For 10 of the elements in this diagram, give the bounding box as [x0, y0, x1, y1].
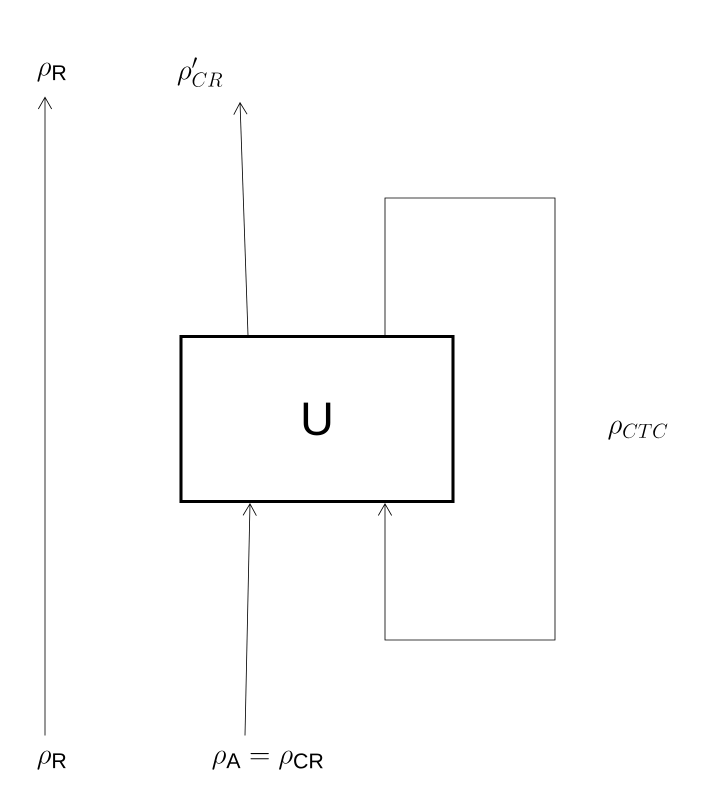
arrow — [38, 96, 52, 110]
state-label: $\rho_{\mathrm{R}}$ — [37, 62, 66, 82]
arrow — [233, 102, 248, 336]
state-label: $\rho'_{CR}$ — [178, 57, 222, 87]
state-label: $\rho_{\mathrm{A}} = \rho_{\mathrm{CR}}$ — [212, 750, 323, 770]
arrow — [242, 503, 257, 516]
state-label: $\rho_{\mathrm{R}}$ — [37, 750, 66, 770]
edge-label: $\rho_{CTC}$ — [605, 418, 671, 442]
arrow — [378, 198, 556, 640]
process-box: U — [179, 334, 455, 504]
